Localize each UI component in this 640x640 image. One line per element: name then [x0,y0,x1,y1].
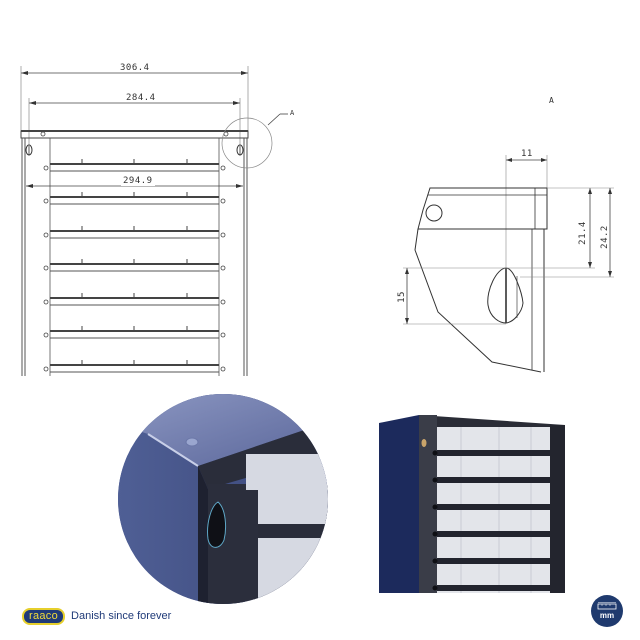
unit-label: mm [599,611,615,620]
dim-keyhole-height: 15 [396,291,407,303]
shelf-rows [43,159,226,373]
dim-slot-height-2: 24.2 [599,225,610,249]
dim-overall-width: 306.4 [120,63,150,73]
brand-tagline: Danish since forever [71,610,172,622]
raaco-logo: raaco [22,607,66,625]
cabinet-illustration [379,415,565,593]
closeup-illustration [118,394,328,604]
unit-badge: mm [591,595,623,627]
detail-callout-label: A [290,109,295,117]
dim-horizontal-offset: 11 [521,149,533,159]
detail-title: A [549,96,555,105]
dim-inner-width: 294.9 [121,176,155,186]
dim-hole-spacing: 284.4 [126,93,156,103]
dim-slot-height-1: 21.4 [577,221,588,245]
ruler-icon [597,602,617,610]
cabinet-product-photo [379,415,565,593]
brand-logo: raaco Danish since forever [22,607,172,625]
corner-closeup-photo [118,394,328,604]
